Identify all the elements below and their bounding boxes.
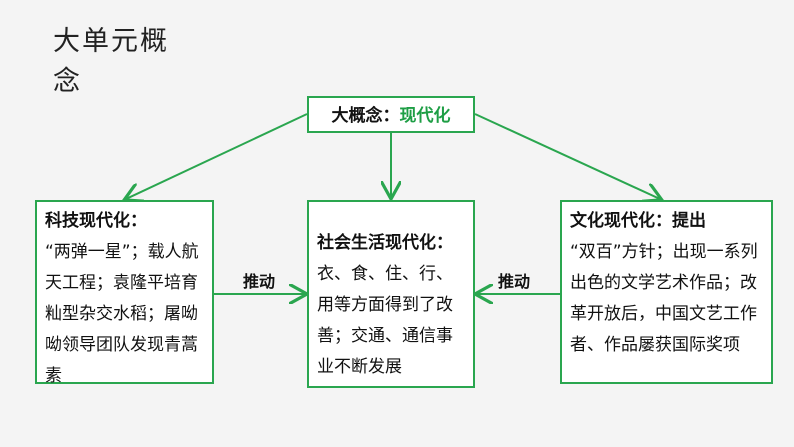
- culture-modernization-box: 文化现代化：提出 “双百”方针；出现一系列出色的文学艺术作品；改革开放后，中国文艺…: [560, 200, 773, 384]
- push-label-right: 推动: [498, 272, 531, 291]
- slide-title: 大单元概念: [53, 26, 169, 97]
- push-label-left: 推动: [243, 272, 276, 291]
- arrow-to-right: [474, 113, 660, 199]
- tech-body: “两弹一星”；载人航天工程；袁隆平培育籼型杂交水稻；屠呦呦领导团队发现青蒿素: [45, 242, 199, 386]
- culture-heading: 文化现代化：提出: [570, 211, 706, 231]
- big-concept-value: 现代化: [399, 106, 451, 126]
- tech-modernization-box: 科技现代化： “两弹一星”；载人航天工程；袁隆平培育籼型杂交水稻；屠呦呦领导团队发…: [35, 200, 214, 386]
- tech-heading: 科技现代化：: [45, 211, 147, 231]
- big-concept-label: 大概念：: [331, 106, 400, 126]
- big-concept-box: 大概念：现代化: [307, 96, 475, 133]
- social-body: 衣、食、住、行、用等方面得到了改善；交通、通信事业不断发展: [317, 264, 453, 377]
- culture-body: “双百”方针；出现一系列出色的文学艺术作品；改革开放后，中国文艺工作者、作品屡获…: [570, 242, 758, 355]
- social-modernization-box: 社会生活现代化： 衣、食、住、行、用等方面得到了改善；交通、通信事业不断发展: [307, 200, 475, 388]
- arrow-to-left: [126, 113, 308, 199]
- social-heading: 社会生活现代化：: [317, 233, 453, 253]
